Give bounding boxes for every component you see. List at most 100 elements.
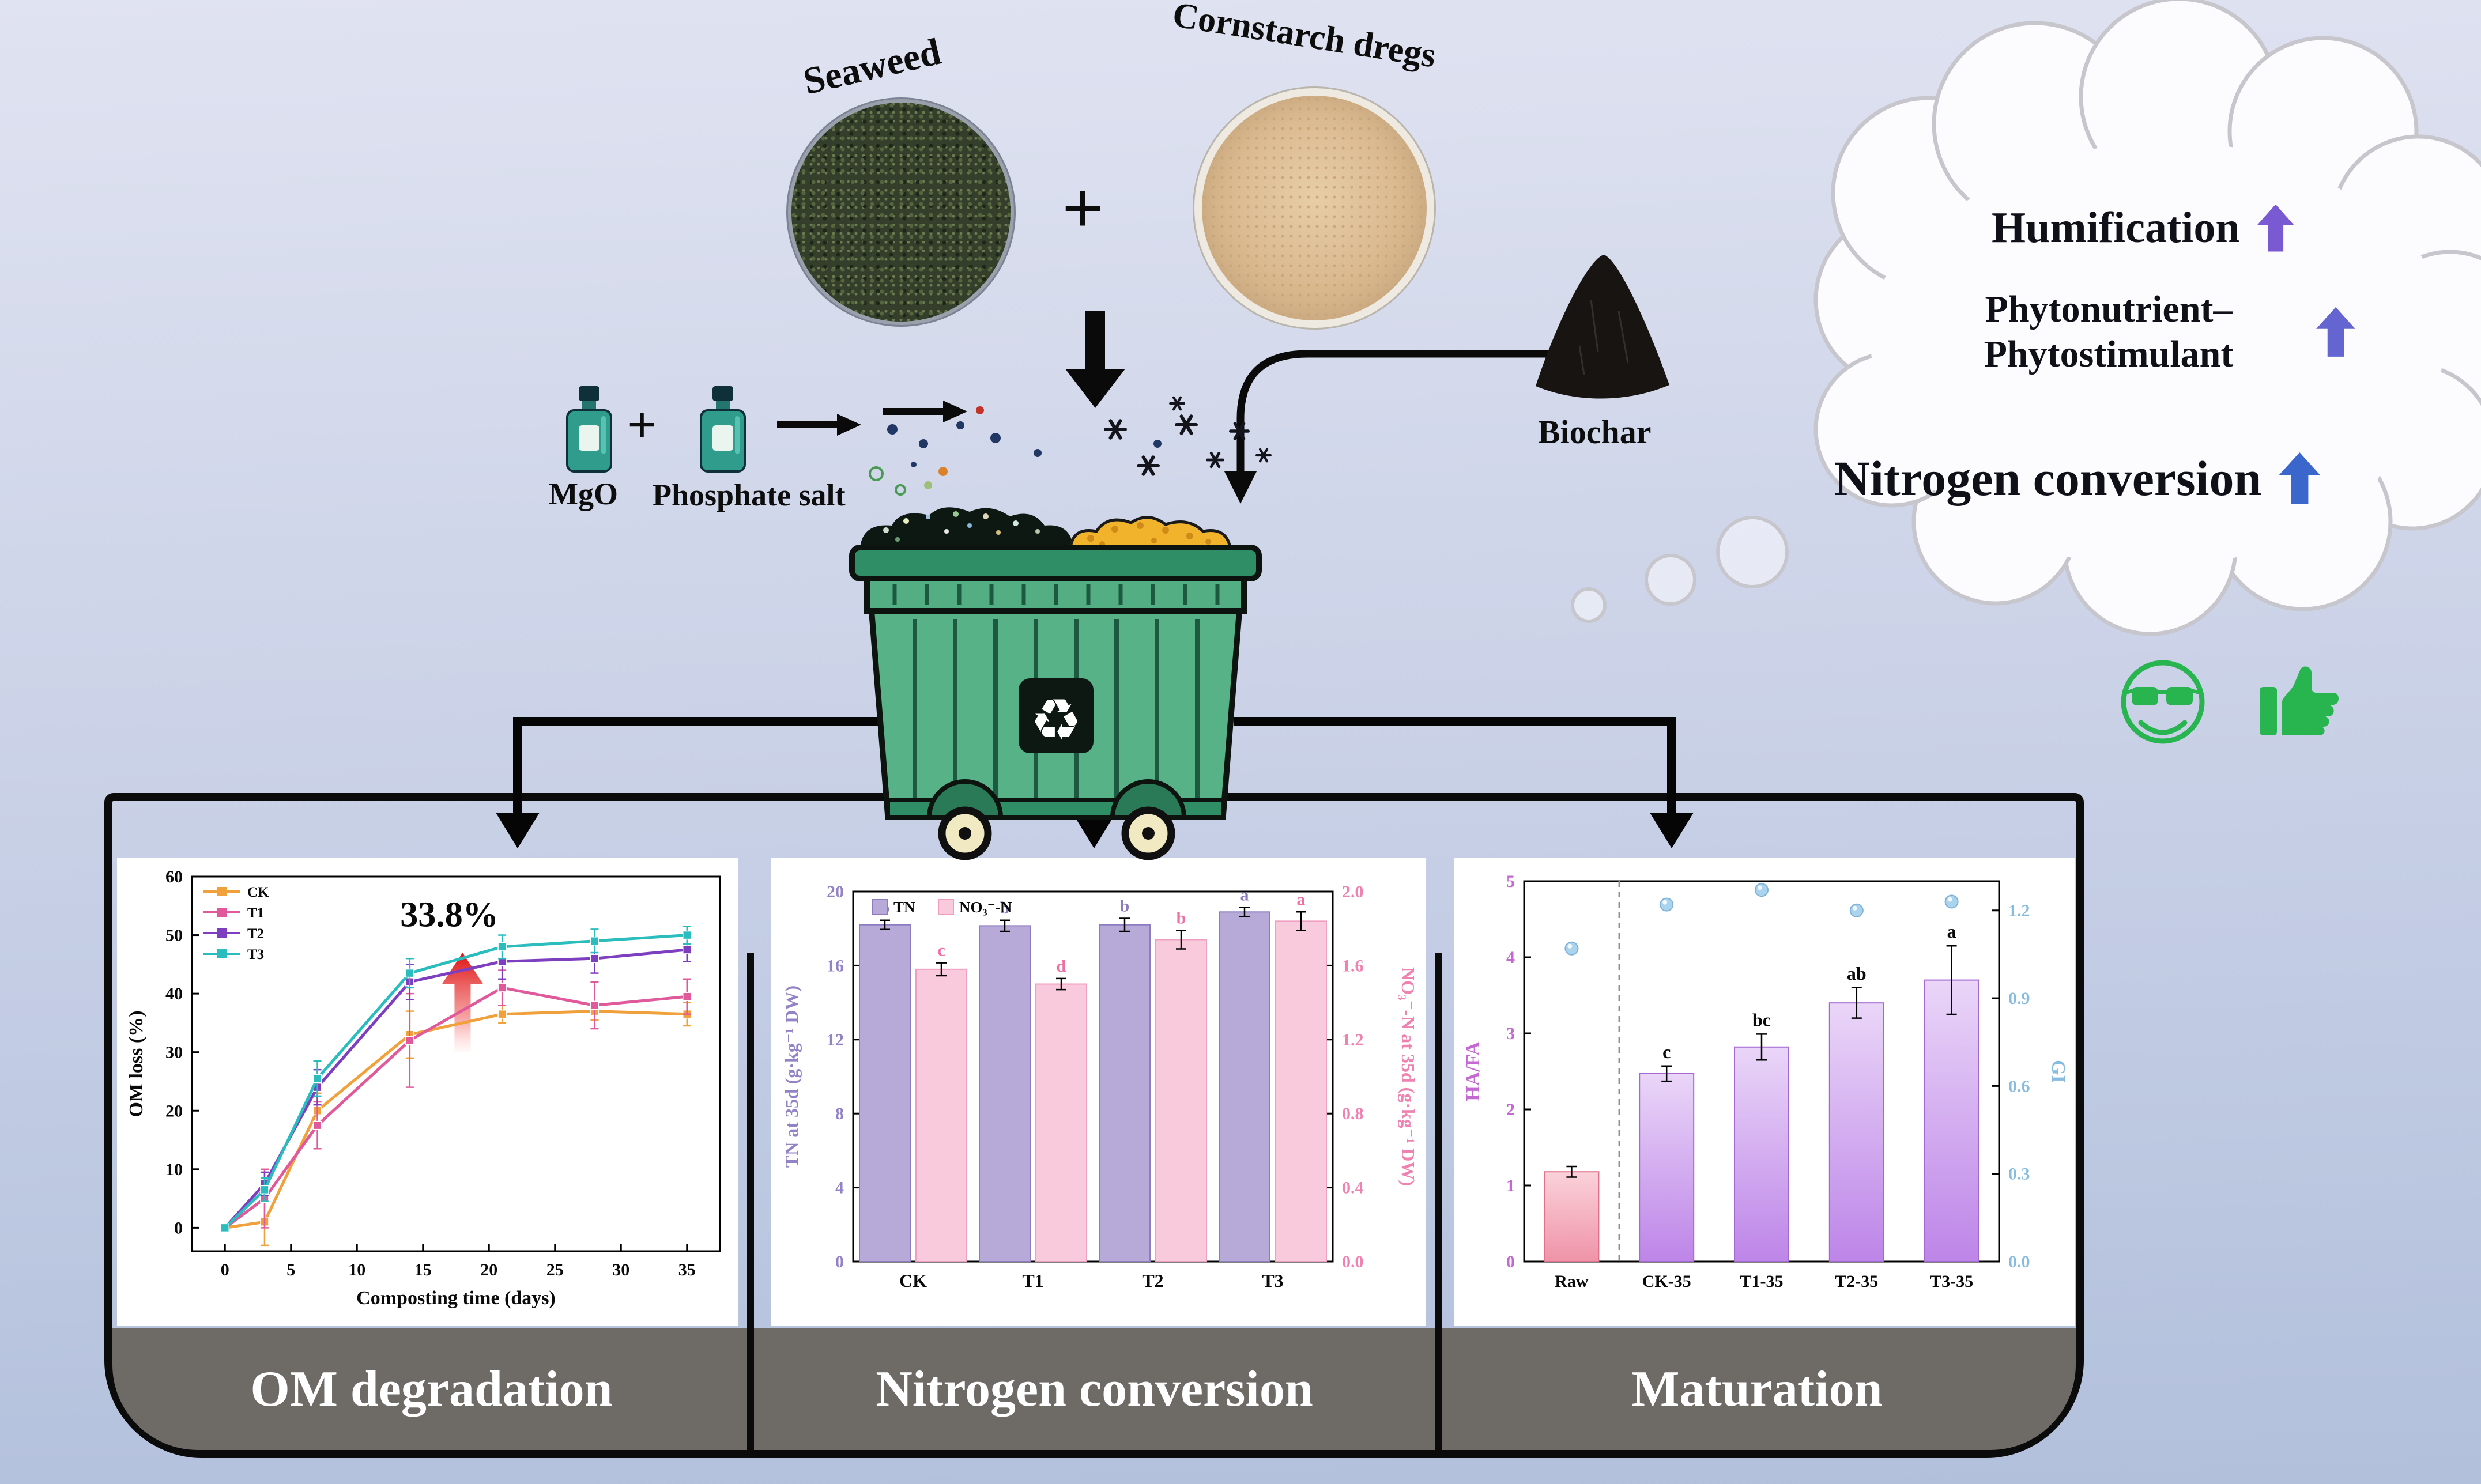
compost-speckles xyxy=(883,511,1040,542)
svg-text:16: 16 xyxy=(827,956,844,975)
svg-text:c: c xyxy=(1662,1041,1671,1062)
svg-text:HA/FA: HA/FA xyxy=(1462,1041,1484,1101)
outcome-humification-label: Humification xyxy=(1992,203,2240,252)
phosphate-bottle-icon xyxy=(700,386,746,473)
svg-text:2.0: 2.0 xyxy=(1342,882,1364,901)
svg-text:Composting time (days): Composting time (days) xyxy=(356,1287,556,1309)
outcome-phytonutrient: Phytonutrient– Phytostimulant xyxy=(1918,287,2355,377)
svg-text:a: a xyxy=(1240,885,1249,904)
smiley-sunglasses-icon xyxy=(2121,660,2205,744)
svg-text:T2: T2 xyxy=(247,926,264,942)
seaweed-photo xyxy=(788,99,1014,325)
outcome-humification: Humification xyxy=(1992,203,2294,253)
svg-text:4: 4 xyxy=(835,1179,844,1198)
svg-text:TN at 35d (g·kg⁻¹ DW): TN at 35d (g·kg⁻¹ DW) xyxy=(781,985,802,1168)
outcome-phytonutrient-line1: Phytonutrient– xyxy=(1985,288,2233,330)
biochar-label: Biochar xyxy=(1538,413,1652,451)
up-arrow-icon xyxy=(2257,204,2294,252)
svg-text:NO₃⁻-N: NO₃⁻-N xyxy=(959,898,1012,916)
dark-compost-pile xyxy=(860,507,1073,547)
cornstarch-label: Cornstarch dregs xyxy=(1170,0,1439,75)
svg-text:T2: T2 xyxy=(1142,1270,1163,1291)
svg-text:8: 8 xyxy=(835,1104,844,1123)
svg-text:0.3: 0.3 xyxy=(2008,1165,2030,1184)
seaweed-label: Seaweed xyxy=(799,30,945,103)
svg-text:GI: GI xyxy=(2048,1060,2069,1083)
svg-text:0.0: 0.0 xyxy=(2008,1252,2030,1271)
svg-text:a: a xyxy=(1947,921,1956,942)
svg-text:20: 20 xyxy=(827,882,844,901)
svg-text:0.0: 0.0 xyxy=(1342,1252,1364,1271)
microbe-particles xyxy=(869,396,1272,496)
svg-text:b: b xyxy=(1177,908,1186,927)
biochar-photo xyxy=(1536,255,1669,399)
svg-text:T3-35: T3-35 xyxy=(1930,1272,1973,1291)
svg-text:T1: T1 xyxy=(247,905,264,921)
svg-text:2: 2 xyxy=(1506,1100,1515,1119)
svg-text:b: b xyxy=(1120,897,1130,916)
outcome-nitrogen-label: Nitrogen conversion xyxy=(1834,451,2262,506)
svg-text:50: 50 xyxy=(165,926,183,945)
svg-text:3: 3 xyxy=(1506,1024,1515,1043)
bin-lid xyxy=(849,545,1262,581)
svg-text:5: 5 xyxy=(286,1260,295,1279)
section-label-maturation: Maturation xyxy=(1631,1361,1883,1417)
yellow-compost-pile xyxy=(1069,516,1232,549)
svg-text:0: 0 xyxy=(1506,1252,1515,1271)
svg-text:1.2: 1.2 xyxy=(1342,1030,1364,1049)
section-label-nitrogen-conversion: Nitrogen conversion xyxy=(876,1361,1313,1417)
svg-text:bc: bc xyxy=(1752,1009,1771,1030)
svg-text:T1-35: T1-35 xyxy=(1740,1272,1784,1291)
bin-rail-hatch xyxy=(892,584,1220,605)
divider-line xyxy=(1435,953,1442,1450)
svg-text:30: 30 xyxy=(165,1043,183,1062)
biochar-arrow-icon xyxy=(1224,350,1591,504)
section-label-om-degradation: OM degradation xyxy=(250,1361,613,1417)
svg-text:20: 20 xyxy=(480,1260,497,1279)
recycle-icon: ♻ xyxy=(1030,686,1082,754)
svg-text:OM loss (%): OM loss (%) xyxy=(126,1010,147,1117)
svg-text:0.9: 0.9 xyxy=(2008,989,2030,1008)
svg-text:25: 25 xyxy=(546,1260,564,1279)
cornstarch-photo xyxy=(1194,88,1434,328)
svg-text:0: 0 xyxy=(174,1218,183,1237)
svg-text:4: 4 xyxy=(1506,948,1515,967)
svg-text:0: 0 xyxy=(835,1252,844,1271)
svg-text:5: 5 xyxy=(1506,872,1515,891)
svg-text:a: a xyxy=(1297,890,1306,909)
bin-slats xyxy=(913,619,1200,807)
phosphate-label: Phosphate salt xyxy=(653,478,846,512)
svg-text:30: 30 xyxy=(612,1260,629,1279)
svg-text:0.6: 0.6 xyxy=(2008,1077,2030,1096)
divider-line xyxy=(747,953,754,1450)
svg-text:35: 35 xyxy=(678,1260,696,1279)
thumbs-up-icon xyxy=(2260,666,2339,735)
svg-text:T2-35: T2-35 xyxy=(1835,1272,1878,1291)
mgo-label: MgO xyxy=(549,477,618,511)
svg-text:60: 60 xyxy=(165,867,183,886)
svg-text:20: 20 xyxy=(165,1101,183,1120)
svg-text:0: 0 xyxy=(221,1260,229,1279)
svg-text:0.4: 0.4 xyxy=(1342,1179,1364,1198)
svg-text:1.2: 1.2 xyxy=(2008,901,2030,920)
svg-text:12: 12 xyxy=(827,1030,844,1049)
outcome-nitrogen-conversion: Nitrogen conversion xyxy=(1834,450,2321,507)
svg-text:T3: T3 xyxy=(1262,1270,1283,1291)
svg-text:ab: ab xyxy=(1847,963,1867,984)
svg-text:Raw: Raw xyxy=(1555,1272,1589,1291)
asterisk-particles xyxy=(1104,396,1272,476)
svg-text:c: c xyxy=(937,941,945,960)
svg-text:CK: CK xyxy=(247,885,269,900)
svg-text:10: 10 xyxy=(165,1160,183,1179)
svg-text:40: 40 xyxy=(165,984,183,1003)
ingredients-down-arrow-icon xyxy=(1065,311,1125,408)
plus-sign: + xyxy=(1062,167,1104,249)
yellow-compost-dots xyxy=(1087,522,1211,547)
